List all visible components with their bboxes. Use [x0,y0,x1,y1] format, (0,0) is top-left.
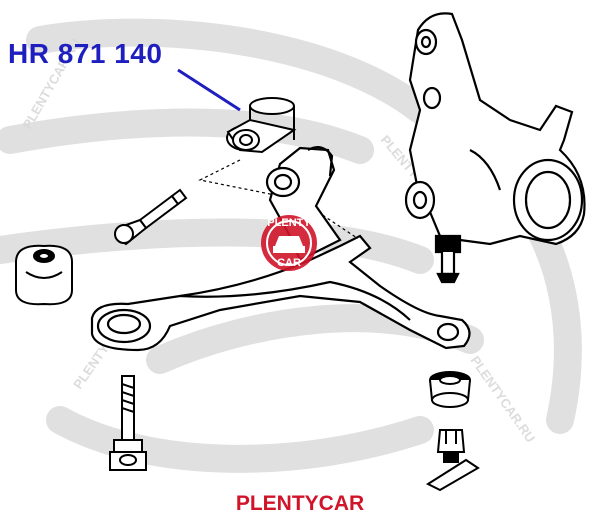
plentycar-logo-icon: PLENTY CAR [261,215,317,271]
cotter-pin-icon [425,458,480,492]
leader-arrow-icon [177,68,241,112]
bushing-left-icon [15,244,73,306]
steering-knuckle-icon [404,12,586,284]
bushing-part-icon [226,97,297,154]
badge-top-text: PLENTY [267,217,311,229]
brand-footer: PLENTYCAR [235,492,365,515]
watermark-text-4: PLENTYCAR.RU [468,353,539,445]
castle-nut-icon [436,429,466,463]
part-number-label: HR 871 140 [8,38,163,69]
badge-bottom-text: CAR [277,257,301,269]
bolt-upper-icon [114,188,188,246]
assembly-guide-line [198,159,361,241]
ball-joint-boot-icon [429,371,471,408]
bolt-lower-icon [109,375,147,471]
